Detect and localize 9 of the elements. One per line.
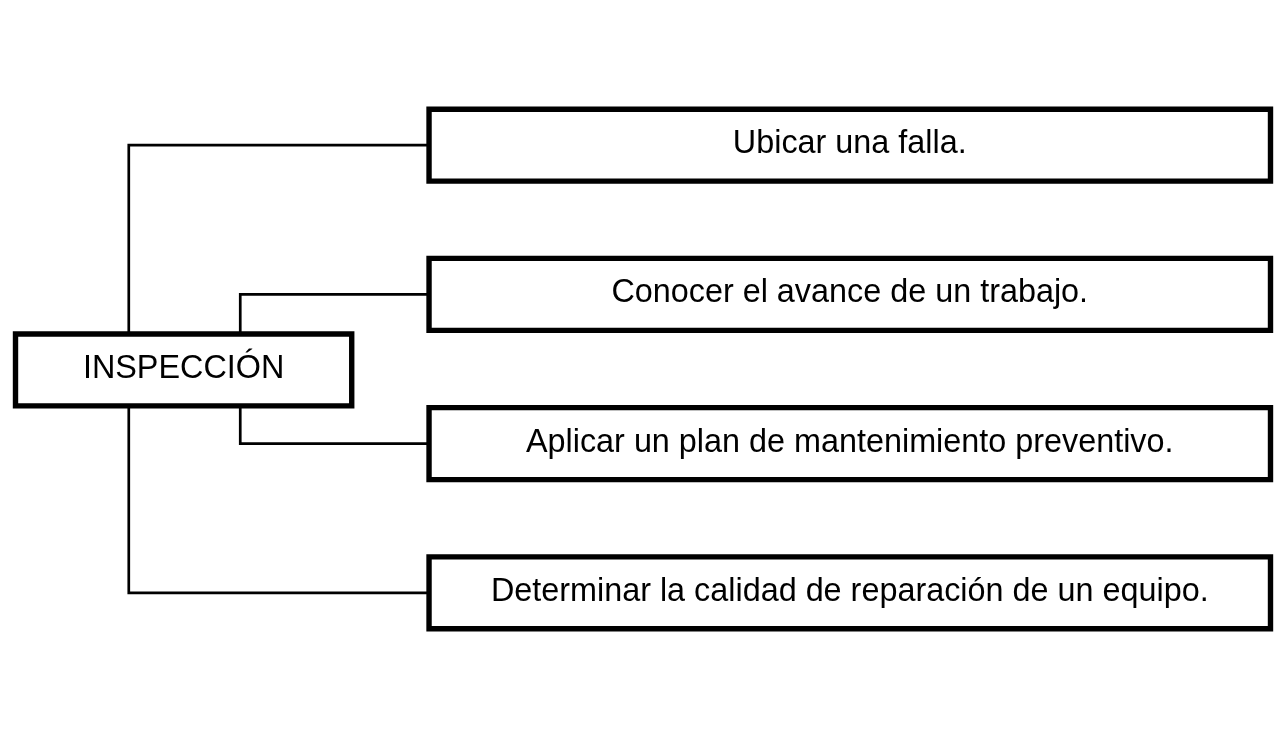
node-box: Conocer el avance de un trabajo. [426, 255, 1274, 334]
node-box: Determinar la calidad de reparación de un equipo. [426, 554, 1274, 632]
node-box: INSPECCIÓN [12, 331, 355, 409]
connector [238, 293, 429, 334]
connector [127, 143, 429, 334]
connector [238, 405, 429, 445]
node-box: Ubicar una falla. [426, 106, 1274, 184]
connector [127, 406, 429, 595]
node-box: Aplicar un plan de mantenimiento preventivo. [426, 404, 1274, 483]
